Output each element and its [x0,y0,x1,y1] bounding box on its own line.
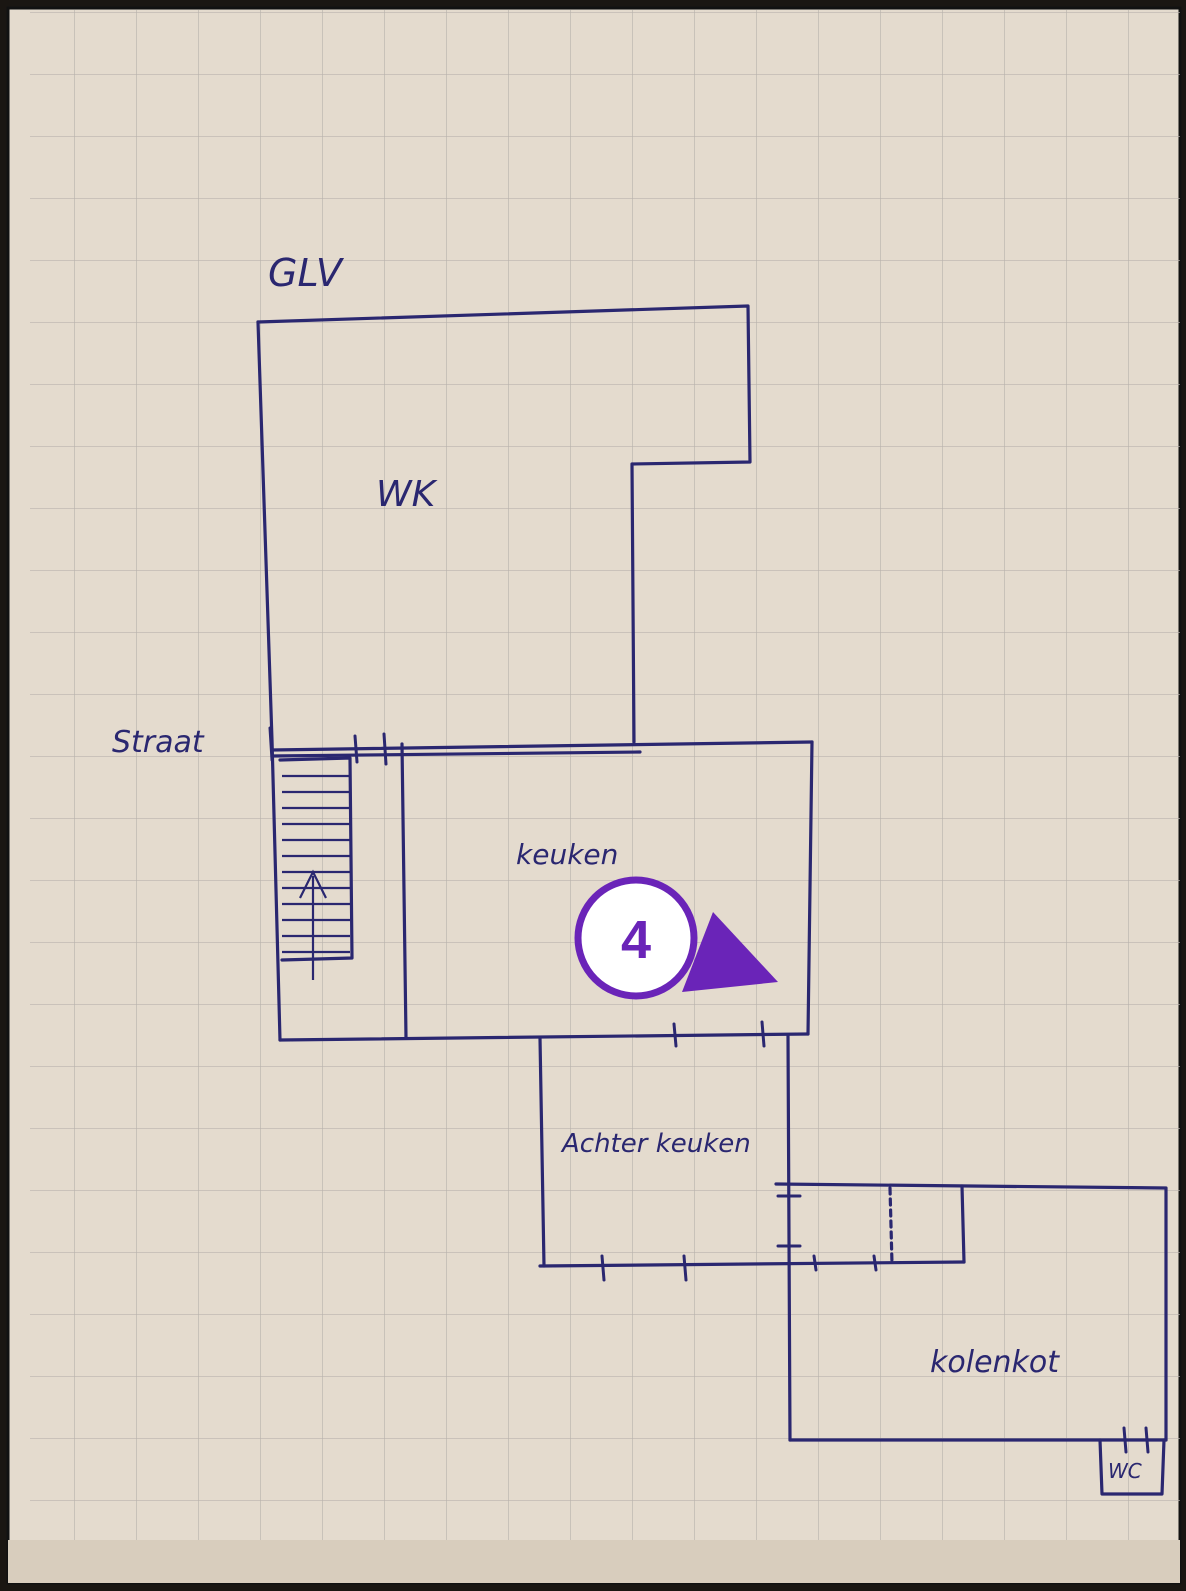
room-label-achterkeuken: Achter keuken [560,1129,751,1159]
wall-achterkeuken-left [538,1036,546,1268]
room-label-keuken: keuken [516,838,618,871]
door-ticks [268,726,1150,1454]
wall-achterkeuken-bottom [538,1260,966,1268]
marker-number: 4 [621,910,651,970]
wall-keuken-bottom [278,1032,810,1042]
plan-title: GLV [268,251,345,295]
room-label-wc: WC [1108,1459,1142,1483]
wall-divider [960,1184,966,1264]
wall-stair-right [400,742,408,1040]
wall-kolenkot-top [774,1182,1168,1442]
marker-pointer-icon [682,912,778,992]
walls [256,304,1168,1496]
room-label-woonkamer: WK [376,474,438,515]
wall-woonkamer [256,304,752,744]
street-label: Straat [112,725,205,760]
step-marker: 4 [574,876,778,1000]
stair-outline [278,756,354,962]
room-label-kolenkot: kolenkot [930,1345,1060,1380]
marker-circle [574,876,698,1000]
stair-steps [282,774,350,980]
wall-keuken-top [270,740,814,752]
wall-keuken-right [806,740,814,1036]
wall-wc [1098,1438,1166,1496]
grid-paper [30,10,1180,1550]
wall-achterkeuken-right [786,1034,792,1442]
